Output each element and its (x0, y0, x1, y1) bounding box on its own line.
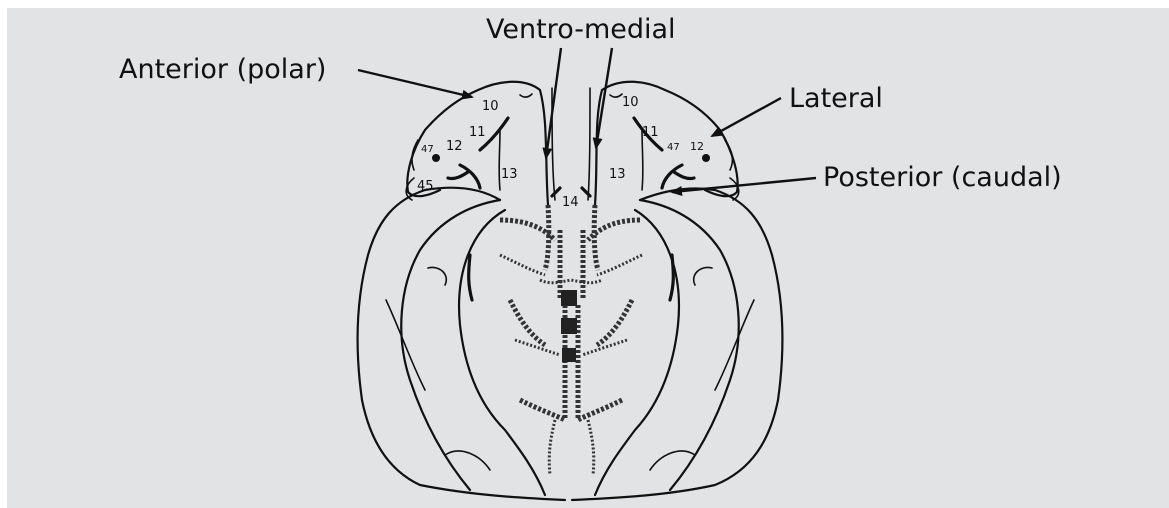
left-area-11: 11 (469, 125, 486, 140)
left-area-13: 13 (501, 167, 518, 182)
callout-anterior: Anterior (polar) (119, 54, 326, 85)
callout-lateral: Lateral (789, 83, 883, 114)
left-area-47: 47 (421, 144, 434, 155)
right-area-12: 12 (690, 140, 704, 153)
right-area-13: 13 (609, 167, 626, 182)
right-area-11: 11 (642, 125, 659, 140)
callout-posterior: Posterior (caudal) (823, 162, 1062, 193)
midline-area-14: 14 (562, 195, 579, 210)
left-area-10: 10 (482, 99, 499, 114)
right-area-47: 47 (667, 142, 680, 153)
right-area-10: 10 (622, 95, 639, 110)
callout-ventromedial: Ventro-medial (486, 14, 676, 45)
left-area-45: 45 (417, 179, 434, 194)
left-area-12: 12 (446, 139, 463, 154)
